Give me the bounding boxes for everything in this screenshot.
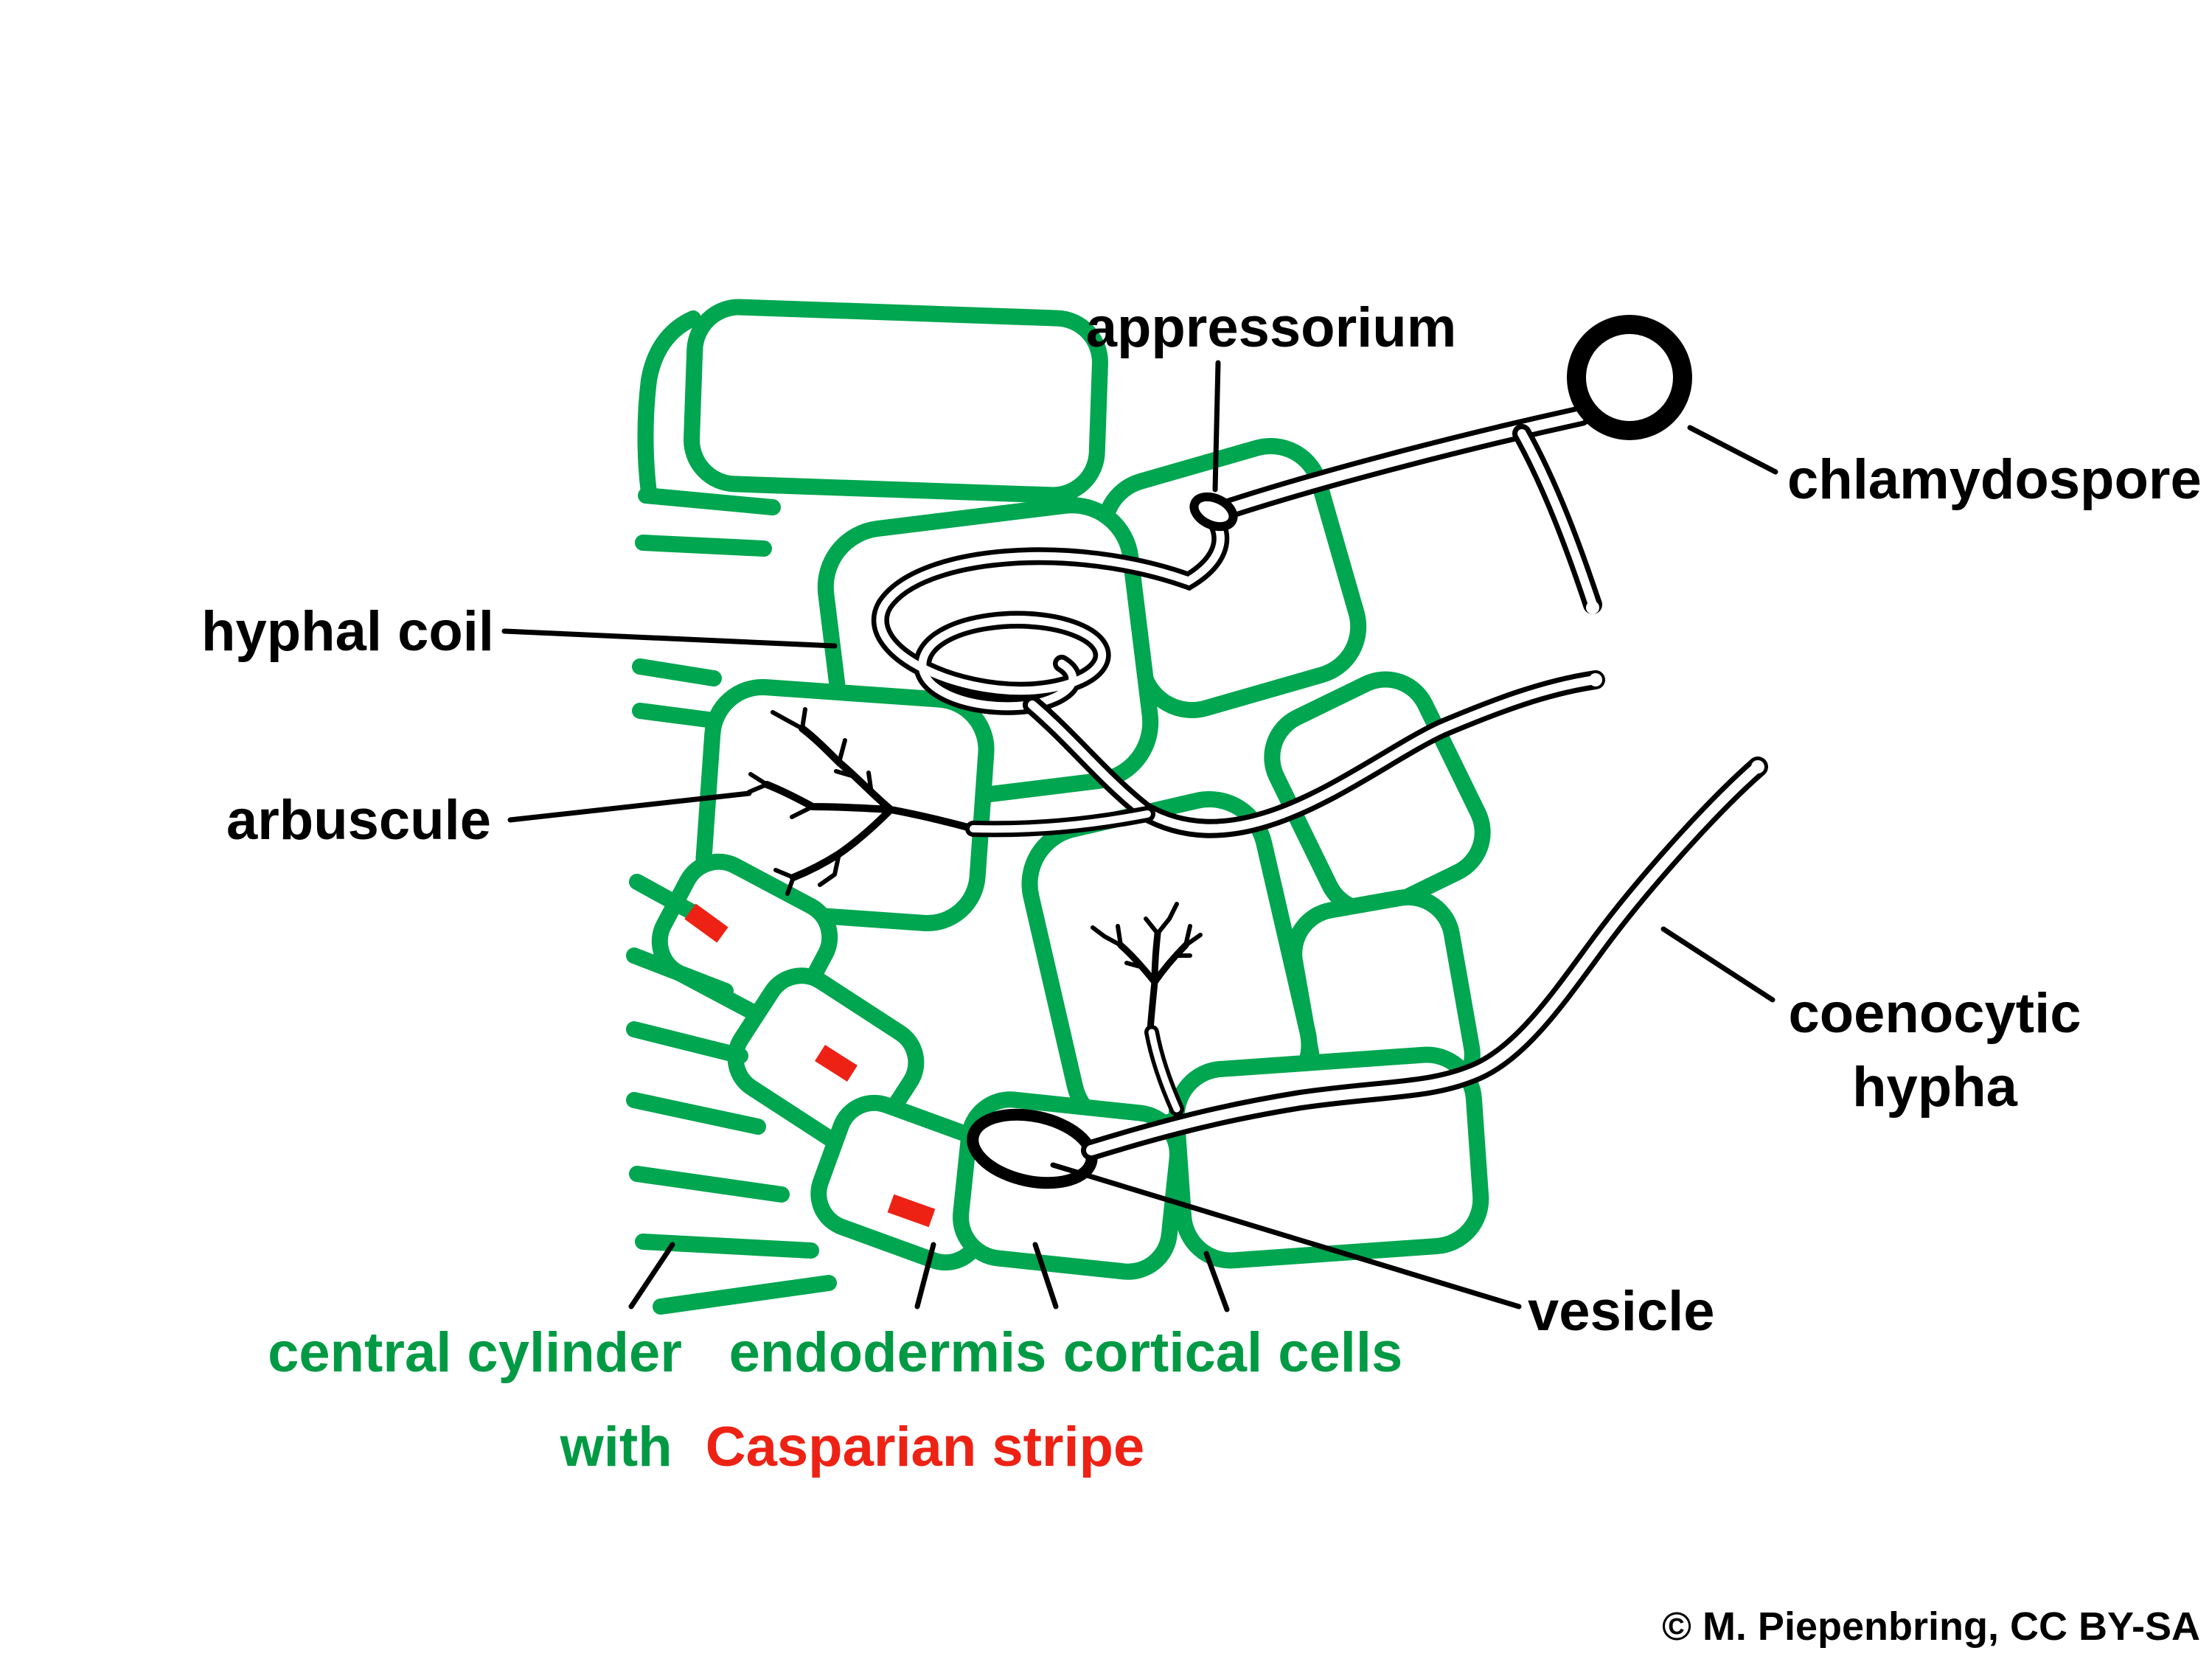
tick-endodermis xyxy=(914,1242,936,1310)
label-coenocytic-hypha-line1: coenocytic xyxy=(1788,982,2081,1045)
tick-cortical-cells-2 xyxy=(1203,1251,1230,1312)
label-cortical-cells: cortical cells xyxy=(1063,1321,1403,1384)
leader-chlamydospore xyxy=(1687,425,1778,475)
coenocytic-hypha-lumen xyxy=(1086,762,1763,1155)
cut-hypha-end xyxy=(1589,673,1602,686)
cell-wall-stub xyxy=(632,658,722,686)
leader-arbuscule xyxy=(507,790,752,823)
arbuscule-twigs xyxy=(1091,902,1203,970)
central-cylinder-wall xyxy=(629,874,704,922)
central-cylinder-wall xyxy=(629,1166,790,1203)
tick-cortical-cells-1 xyxy=(1032,1242,1059,1310)
arbuscule-branches xyxy=(1117,930,1189,1033)
central-cylinder-wall xyxy=(626,947,734,999)
casparian-stripe-mark xyxy=(815,1045,858,1082)
fungal-structures xyxy=(747,315,1768,1189)
cell-wall-stub xyxy=(637,310,701,501)
coenocytic-hypha-lumen xyxy=(1028,675,1600,833)
leader-coenocytic-hypha xyxy=(1660,926,1775,1003)
central-cylinder-cut-cells xyxy=(626,874,837,1315)
casparian-stripes xyxy=(684,903,936,1228)
cell-outline xyxy=(1264,671,1491,919)
arbuscule-structure xyxy=(1091,902,1203,1033)
label-with-casparian-stripe: with Casparian stripe xyxy=(560,1416,1145,1478)
cell-wall-stub xyxy=(632,703,716,728)
label-vesicle: vesicle xyxy=(1528,1280,1715,1343)
hypha-branch-lumen xyxy=(1148,1029,1180,1113)
cut-cell-wall-stubs xyxy=(632,310,781,728)
label-central-cylinder: central cylinder xyxy=(268,1321,682,1384)
labels: appressorium chlamydospore hyphal coil a… xyxy=(201,296,2202,1649)
tick-central-cylinder xyxy=(628,1242,675,1310)
label-hyphal-coil: hyphal coil xyxy=(201,600,494,663)
arbuscule-twigs xyxy=(747,707,874,896)
cell-outline xyxy=(684,299,1108,504)
casparian-stripe-mark xyxy=(887,1194,936,1228)
appressorium-shape xyxy=(1189,492,1238,532)
arbuscule-structure xyxy=(747,707,977,896)
label-chlamydospore: chlamydospore xyxy=(1787,448,2202,511)
label-casparian-stripe: Casparian stripe xyxy=(706,1416,1145,1478)
attribution-text: © M. Piepenbring, CC BY-SA xyxy=(1662,1604,2200,1649)
central-cylinder-wall xyxy=(626,1092,766,1135)
arbuscule-branches xyxy=(763,725,977,881)
leader-vesicle xyxy=(1050,1162,1522,1310)
leader-hyphal-coil xyxy=(501,628,838,649)
cell-wall-stub xyxy=(635,535,772,557)
leader-appressorium xyxy=(1212,360,1221,493)
label-endodermis: endodermis xyxy=(729,1321,1047,1384)
hyphal-coil-lumen xyxy=(876,512,1225,711)
leader-lines xyxy=(501,360,1778,1312)
hypha-branch-lumen xyxy=(970,810,1151,833)
label-arbuscule: arbuscule xyxy=(226,789,491,852)
casparian-stripe-mark xyxy=(684,903,728,943)
central-cylinder-wall xyxy=(626,1021,748,1064)
cut-hypha-end xyxy=(1751,760,1764,773)
cut-hypha-end xyxy=(1586,601,1599,614)
central-cylinder-wall xyxy=(653,1275,837,1315)
label-coenocytic-hypha-line2: hypha xyxy=(1852,1056,2018,1119)
chlamydospore-shape xyxy=(1567,315,1692,440)
label-with: with xyxy=(560,1416,672,1478)
hypha-branch-lumen xyxy=(1517,429,1597,609)
external-hypha-lumen xyxy=(1210,411,1586,518)
label-appressorium: appressorium xyxy=(1086,296,1457,359)
cell-wall-stub xyxy=(638,487,781,515)
